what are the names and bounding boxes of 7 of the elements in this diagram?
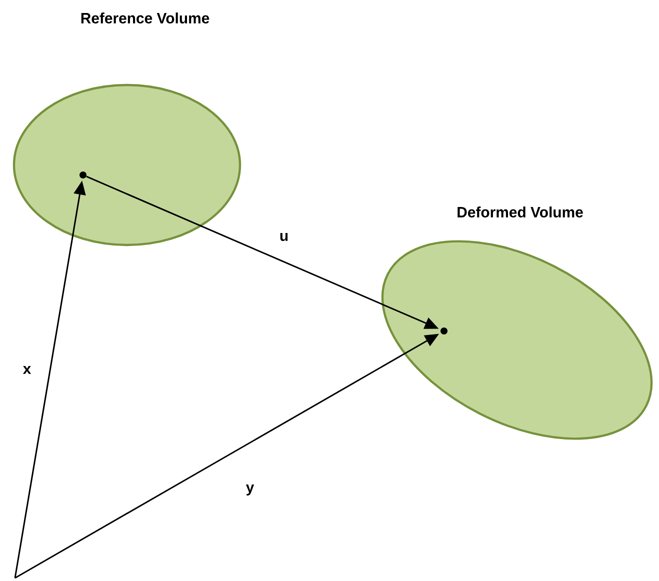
edge-label: y [246, 484, 254, 496]
edge-label: x [22, 366, 32, 374]
point-dot [440, 327, 448, 334]
volume-title: Reference Volume [81, 12, 210, 24]
volume-title: Deformed Volume [458, 206, 583, 218]
point-dot [80, 171, 86, 178]
edge-label: u [280, 232, 288, 241]
